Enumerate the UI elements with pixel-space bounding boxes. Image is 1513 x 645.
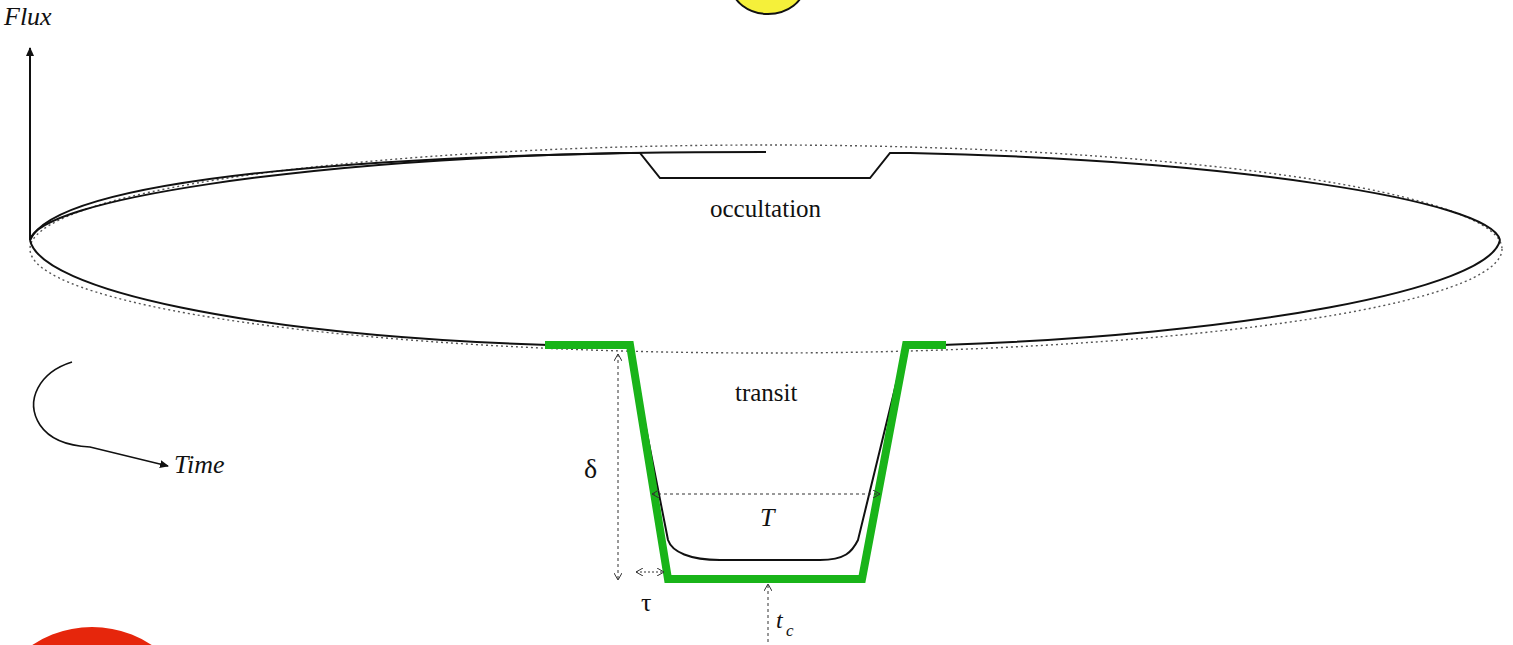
curve-label: transit [735, 380, 798, 405]
transit-curve [630, 347, 905, 560]
midtime-marker [768, 584, 769, 642]
duration-arrow [652, 494, 880, 495]
ingress-arrow [636, 572, 664, 573]
curve-label: occultation [710, 196, 821, 221]
ingress-symbol: τ [641, 590, 651, 616]
light-curve [942, 240, 1500, 345]
midtime-symbol: t [776, 608, 783, 632]
light-curve-occultation [30, 153, 1500, 240]
light-curve [30, 240, 548, 345]
depth-symbol: δ [584, 455, 597, 483]
trapezoid-model [545, 345, 946, 579]
depth-arrow [618, 354, 619, 580]
reference-ellipse [30, 145, 1502, 353]
duration-symbol: T [760, 505, 774, 531]
axis-label: Flux [4, 4, 52, 30]
midtime-subscript: c [786, 622, 794, 639]
time-axis [34, 362, 168, 466]
flux-axis [29, 48, 31, 240]
star-disc [732, 0, 804, 14]
axis-label: Time [174, 452, 225, 478]
planet-disc [0, 637, 190, 645]
